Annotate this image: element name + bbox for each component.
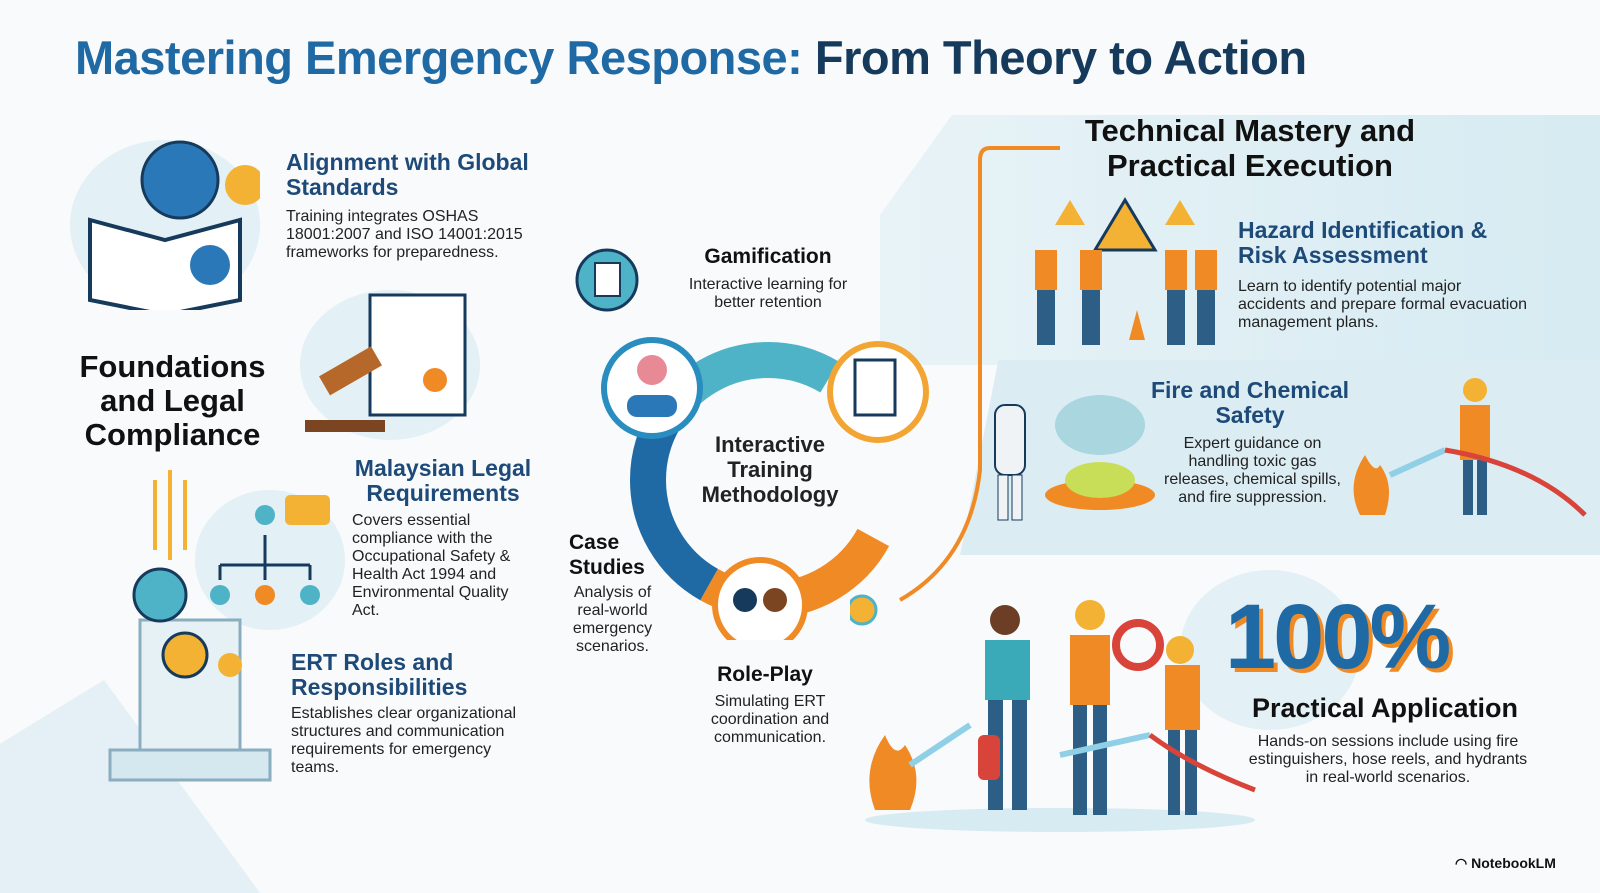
pillar-illustration — [100, 470, 285, 800]
bg-shape — [880, 115, 1600, 365]
stat-title: Practical Application — [1251, 693, 1519, 723]
firefighter-hose-illustration — [1335, 375, 1595, 530]
page-title: Mastering Emergency Response: From Theor… — [75, 30, 1307, 85]
brand-logo: ◠ NotebookLM — [1455, 855, 1556, 872]
item-body: Simulating ERT coordination and communic… — [710, 693, 830, 746]
item-title: ERT Roles and Responsibilities — [291, 649, 468, 700]
training-cycle-ring — [600, 320, 940, 653]
item-title: Case Studies — [569, 531, 645, 579]
notebooklm-icon: ◠ — [1455, 855, 1472, 871]
stat-backdrop — [1180, 570, 1360, 730]
hazmat-illustration — [960, 375, 1160, 530]
item-title: Role-Play — [717, 663, 813, 686]
item-title: Malaysian Legal Requirements — [354, 455, 532, 506]
gear-checklist-icon — [570, 243, 645, 318]
stat-value: 100% — [1225, 586, 1451, 688]
section-heading-methodology: Interactive Training Methodology — [701, 432, 839, 507]
item-body: Covers essential compliance with the Occ… — [352, 512, 511, 619]
stat-body: Hands-on sessions include using fire est… — [1248, 733, 1528, 786]
section-heading-technical: Technical Mastery and Practical Executio… — [1084, 113, 1416, 183]
item-body: Establishes clear organizational structu… — [291, 705, 517, 776]
item-body: Analysis of real-world emergency scenari… — [572, 584, 653, 655]
org-chart-illustration — [195, 490, 345, 630]
section-heading-foundations: Foundations and Legal Compliance — [79, 349, 266, 452]
item-title: Alignment with Global Standards — [286, 149, 529, 200]
item-body: Interactive learning for better retentio… — [688, 276, 848, 311]
book-globe-illustration — [70, 140, 265, 318]
bg-shape — [960, 360, 1600, 555]
title-part-1: Mastering Emergency Response: — [75, 31, 803, 84]
title-part-2: From Theory to Action — [814, 31, 1307, 84]
item-title: Hazard Identification & Risk Assessment — [1238, 217, 1488, 268]
item-body: Expert guidance on handling toxic gas re… — [1164, 435, 1341, 506]
brand-label: NotebookLM — [1471, 855, 1556, 871]
item-title: Fire and Chemical Safety — [1150, 377, 1350, 428]
item-body: Training integrates OSHAS 18001:2007 and… — [286, 208, 523, 261]
hazard-team-illustration — [1025, 195, 1225, 350]
item-title: Gamification — [704, 245, 832, 268]
firefighters-training-illustration — [860, 595, 1260, 835]
gavel-document-illustration — [300, 290, 480, 440]
item-body: Learn to identify potential major accide… — [1238, 278, 1528, 331]
